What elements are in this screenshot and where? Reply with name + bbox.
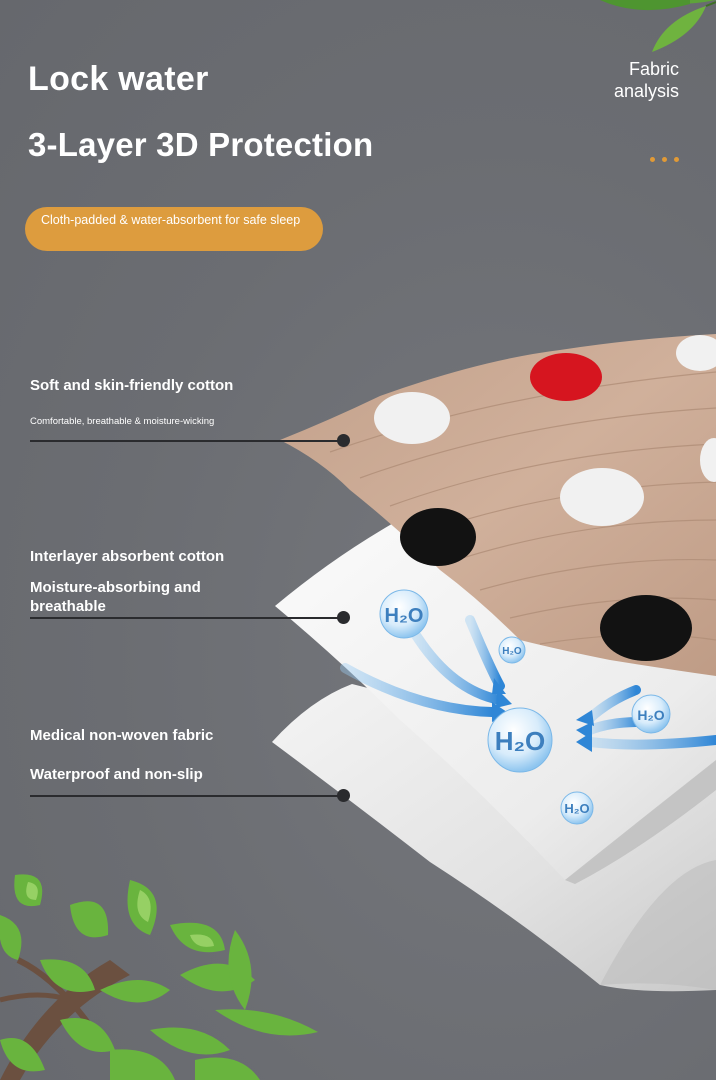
h2o-label-4: H₂O — [502, 646, 522, 657]
red-dot — [530, 353, 602, 401]
cotton-layer — [280, 334, 716, 676]
water-flow-arrows — [340, 615, 716, 750]
layer-1-subtitle: Comfortable, breathable & moisture-wicki… — [30, 416, 215, 427]
layer-3-leader-dot — [337, 789, 350, 802]
layer-2-leader-dot — [337, 611, 350, 624]
tagline-badge: Cloth-padded & water-absorbent for safe … — [25, 207, 323, 251]
water-drop-icon — [379, 589, 671, 825]
decorative-dots — [650, 157, 679, 162]
absorbent-layer — [275, 515, 716, 880]
h2o-label-2: H₂O — [495, 726, 546, 756]
layer-1-leader-dot — [337, 434, 350, 447]
layer-3-leader-line — [30, 795, 344, 797]
layer-2-leader-line — [30, 617, 344, 619]
layer-2-title: Interlayer absorbent cotton — [30, 548, 225, 565]
non-woven-layer — [272, 684, 716, 992]
layer-3-title: Medical non-woven fabric — [30, 727, 214, 744]
fabric-analysis-line1: Fabric — [628, 59, 679, 79]
layer-1-title: Soft and skin-friendly cotton — [30, 377, 234, 394]
fabric-analysis-line2: analysis — [613, 81, 679, 101]
layer-2-subtitle: Moisture-absorbing and breathable — [30, 579, 201, 615]
headline-lock-water: Lock water — [28, 60, 209, 98]
h2o-label-3: H₂O — [637, 707, 664, 723]
leaves-bottom-left-icon — [0, 874, 318, 1080]
h2o-label-1: H₂O — [385, 605, 424, 627]
h2o-label-5: H₂O — [564, 801, 589, 816]
layer-1-leader-line — [30, 440, 344, 442]
layer-3-subtitle: Waterproof and non-slip — [30, 766, 203, 783]
fabric-analysis-label: Fabric analysis — [614, 58, 679, 102]
headline-protection: 3-Layer 3D Protection — [28, 126, 374, 163]
